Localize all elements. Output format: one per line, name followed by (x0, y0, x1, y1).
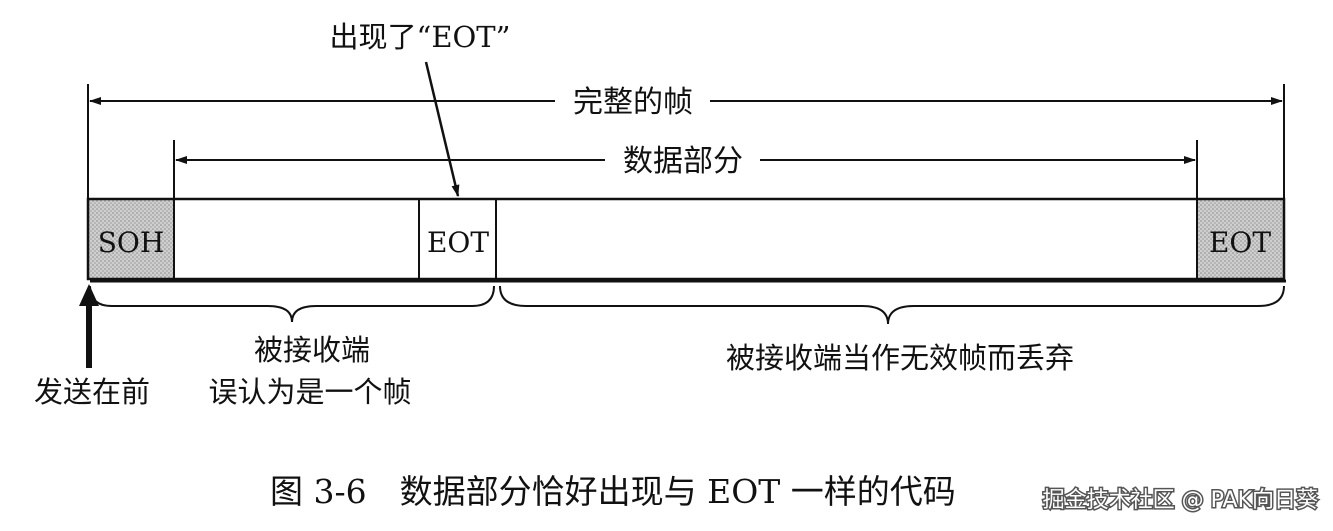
figure-caption: 图 3-6 数据部分恰好出现与 EOT 一样的代码 (270, 472, 956, 511)
right-brace (499, 285, 1285, 325)
annotation-arrow (424, 61, 460, 197)
left-brace (89, 285, 495, 323)
full-frame-label: 完整的帧 (573, 85, 693, 120)
send-first-label: 发送在前 (34, 375, 150, 409)
soh-label: SOH (98, 226, 165, 259)
watermark: 掘金技术社区 @ PAK向日葵 (1043, 488, 1318, 513)
frame-outline (86, 197, 1286, 281)
soh-cell (88, 199, 174, 279)
annotation-eot-appears: 出现了“EOT” (330, 20, 511, 54)
eot-end-cell (1197, 199, 1284, 279)
data-part-label: 数据部分 (623, 144, 743, 179)
full-frame-dimension: 完整的帧 (87, 84, 1285, 198)
left-brace-label-line1: 被接收端 (254, 333, 370, 367)
data-part-dimension: 数据部分 (173, 140, 1198, 198)
left-brace-label-line2: 误认为是一个帧 (208, 375, 411, 409)
frame-bar: SOH EOT EOT (86, 197, 1286, 283)
eot-end-label: EOT (1209, 226, 1271, 259)
send-first-arrow-head (79, 284, 99, 306)
eot-inner-label: EOT (427, 226, 489, 259)
right-brace-label: 被接收端当作无效帧而丢弃 (726, 341, 1074, 375)
